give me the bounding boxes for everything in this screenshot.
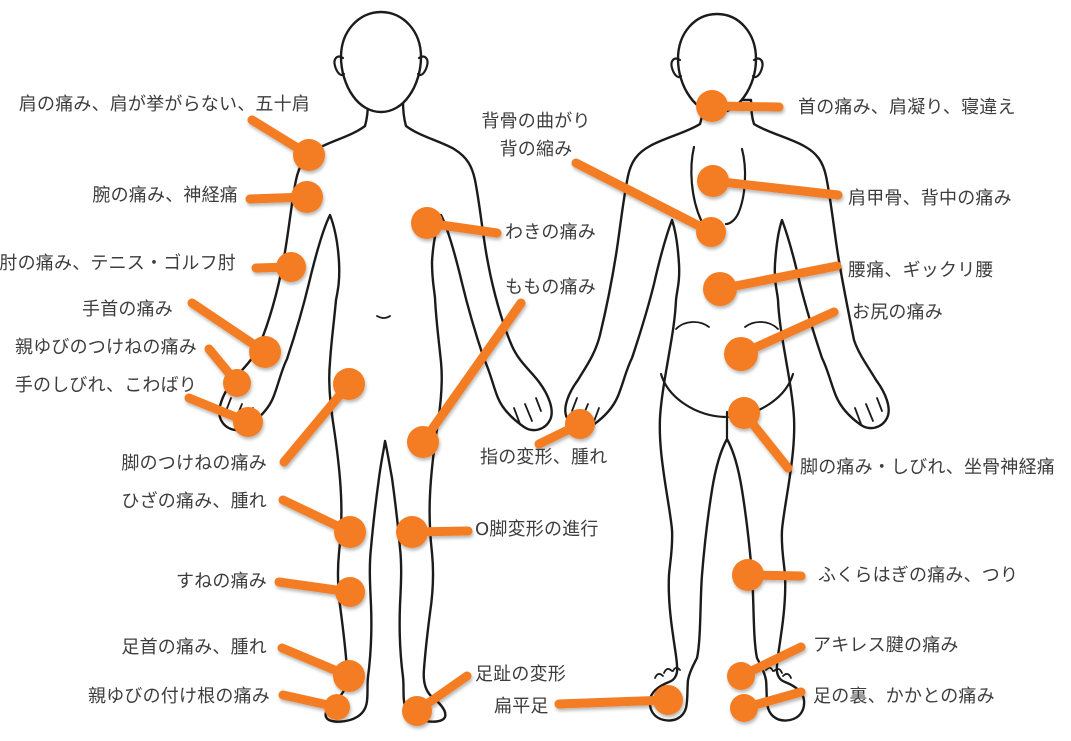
label-lumbar: 腰痛、ギックリ腰	[848, 260, 994, 281]
callout-hand-numbness	[184, 393, 263, 437]
label-flat-foot: 扁平足	[494, 696, 549, 717]
callout-o-leg	[396, 516, 473, 548]
callout-finger	[534, 409, 595, 449]
label-toe-deform: 足趾の変形	[475, 664, 566, 685]
callout-lumbar	[703, 261, 842, 306]
front-body-outline	[218, 99, 553, 723]
label-sole-heel: 足の裏、かかとの痛み	[813, 686, 995, 707]
label-achilles: アキレス腱の痛み	[813, 635, 959, 656]
navel	[376, 315, 391, 319]
label-finger: 指の変形、腫れ	[480, 447, 608, 468]
label-o-leg: O脚変形の進行	[475, 519, 599, 540]
label-calf: ふくらはぎの痛み、つり	[818, 565, 1019, 586]
callout-side	[411, 207, 502, 239]
back-figure	[564, 12, 890, 722]
left-buttock-curve	[659, 372, 727, 419]
label-shoulder: 肩の痛み、肩が挙がらない、五十肩	[18, 94, 310, 115]
callouts	[184, 90, 843, 726]
label-thumb-base: 親ゆびのつけねの痛み	[15, 337, 197, 358]
callout-sole-heel	[730, 687, 806, 722]
callout-arm	[245, 181, 323, 213]
front-right-ear	[416, 55, 429, 77]
label-knee: ひざの痛み、腫れ	[121, 491, 267, 512]
callout-scapula	[697, 165, 843, 200]
callout-sciatica	[728, 397, 793, 473]
callout-calf	[732, 559, 806, 591]
callout-thumb-base	[204, 344, 251, 397]
label-spine-line2: 背の縮み	[499, 139, 573, 160]
left-back-dimple	[675, 321, 710, 330]
label-arm: 腕の痛み、神経痛	[92, 185, 238, 206]
label-spine: 背骨の曲がり 背の縮み	[468, 108, 604, 164]
back-right-foot-toes	[765, 666, 792, 679]
label-buttock: お尻の痛み	[852, 302, 943, 323]
callout-shin	[274, 577, 365, 607]
callout-buttock	[724, 307, 839, 371]
callout-knee	[278, 495, 366, 548]
callout-achilles	[727, 642, 806, 690]
callout-shoulder	[247, 115, 325, 171]
front-right-hand-fingers	[513, 397, 542, 425]
callout-neck	[696, 90, 784, 122]
right-shoulder-blade	[724, 147, 747, 226]
front-head	[339, 10, 423, 114]
label-ankle: 足首の痛み、腫れ	[121, 637, 267, 658]
callout-toe-deform	[402, 671, 472, 726]
callout-groin	[279, 368, 365, 467]
label-neck: 首の痛み、肩凝り、寝違え	[798, 97, 1016, 118]
label-big-toe-base: 親ゆびの付け根の痛み	[88, 686, 270, 707]
label-spine-line1: 背骨の曲がり	[481, 111, 591, 132]
label-elbow: 肘の痛み、テニス・ゴルフ肘	[0, 253, 236, 274]
callout-elbow	[251, 252, 306, 282]
callout-big-toe-base	[278, 690, 350, 720]
callout-flat-foot	[554, 685, 683, 715]
label-hand-numbness: 手のしびれ、こわばり	[14, 375, 197, 396]
callout-ankle	[277, 643, 365, 692]
label-side: わきの痛み	[505, 222, 596, 243]
front-figure	[218, 10, 553, 723]
callout-spine	[571, 158, 726, 247]
callout-wrist	[187, 298, 281, 368]
label-shin: すねの痛み	[176, 571, 267, 592]
back-right-hand-fingers	[854, 397, 883, 425]
back-left-foot-toes	[654, 666, 681, 679]
back-left-ear	[670, 57, 683, 79]
front-left-ear	[333, 55, 346, 77]
callout-thigh	[407, 298, 526, 458]
back-right-ear	[751, 57, 764, 79]
right-back-dimple	[744, 321, 779, 330]
label-thigh: ももの痛み	[505, 277, 596, 298]
label-wrist: 手首の痛み	[82, 299, 173, 320]
label-scapula: 肩甲骨、背中の痛み	[848, 188, 1012, 209]
label-sciatica: 脚の痛み・しびれ、坐骨神経痛	[800, 457, 1055, 478]
label-groin: 脚のつけねの痛み	[121, 453, 267, 474]
